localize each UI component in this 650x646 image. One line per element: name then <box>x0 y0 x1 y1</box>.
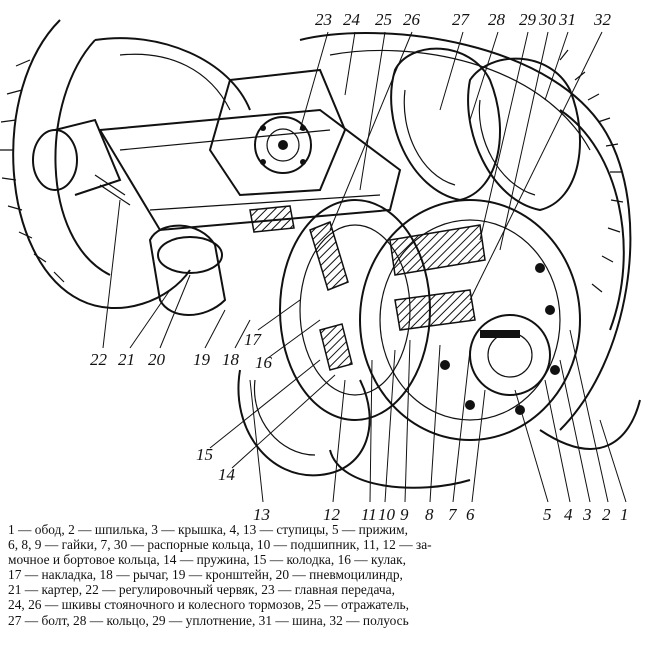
legend-line: мочное и бортовое кольца, 14 — пружина, … <box>8 552 406 568</box>
callout-9: 9 <box>400 505 409 520</box>
brake-shoe-lower <box>237 369 471 489</box>
rim-and-tire-loops <box>390 47 625 331</box>
callout-labels-bottom-center: 13 12 11 10 9 8 7 6 <box>253 505 475 520</box>
callout-17: 17 <box>244 330 263 349</box>
callout-19: 19 <box>193 350 211 369</box>
callout-12: 12 <box>323 505 341 520</box>
wheel-hub <box>359 199 581 441</box>
legend-line: 1 — обод, 2 — шпилька, 3 — крышка, 4, 13… <box>8 522 408 537</box>
callout-20: 20 <box>148 350 166 369</box>
callout-26: 26 <box>403 10 421 29</box>
legend-line: 17 — накладка, 18 — рычаг, 19 — кронштей… <box>8 567 403 583</box>
legend-line: 21 — картер, 22 — регулировочный червяк,… <box>8 582 395 598</box>
leader-lines <box>102 31 627 503</box>
callout-13: 13 <box>253 505 270 520</box>
callout-10: 10 <box>378 505 396 520</box>
callout-7: 7 <box>448 505 458 520</box>
legend-line: 6, 8, 9 — гайки, 7, 30 — распорные кольц… <box>8 537 432 553</box>
callout-labels-left: 22 21 20 19 18 17 16 15 14 <box>90 330 273 484</box>
parts-legend: 1 — обод, 2 — шпилька, 3 — крышка, 4, 13… <box>8 522 642 642</box>
callout-5: 5 <box>543 505 552 520</box>
left-tire <box>0 19 251 309</box>
callout-15: 15 <box>196 445 213 464</box>
callout-24: 24 <box>343 10 361 29</box>
callout-4: 4 <box>564 505 573 520</box>
callout-labels-top: 23 24 25 26 27 28 29 30 31 32 <box>315 10 612 29</box>
legend-line: 27 — болт, 28 — кольцо, 29 — уплотнение,… <box>8 612 409 628</box>
callout-16: 16 <box>255 353 273 372</box>
legend-line: 24, 26 — шкивы стояночного и колесного т… <box>8 597 409 613</box>
callout-32: 32 <box>593 10 612 29</box>
callout-28: 28 <box>488 10 506 29</box>
axle-beam <box>98 108 402 233</box>
callout-31: 31 <box>558 10 576 29</box>
callout-22: 22 <box>90 350 108 369</box>
callout-21: 21 <box>118 350 135 369</box>
callout-18: 18 <box>222 350 240 369</box>
final-drive-housing <box>208 68 347 197</box>
callout-23: 23 <box>315 10 332 29</box>
callout-2: 2 <box>602 505 611 520</box>
callout-29: 29 <box>519 10 537 29</box>
callout-6: 6 <box>466 505 475 520</box>
callout-1: 1 <box>620 505 629 520</box>
callout-30: 30 <box>538 10 557 29</box>
callout-8: 8 <box>425 505 434 520</box>
callout-25: 25 <box>375 10 392 29</box>
callout-3: 3 <box>582 505 592 520</box>
right-tire <box>299 32 641 450</box>
callout-14: 14 <box>218 465 236 484</box>
pneumatic-cylinder <box>32 118 227 316</box>
wheel-hub-assembly-drawing: 23 24 25 26 27 28 29 30 31 32 5 4 3 2 1 … <box>0 10 641 520</box>
callout-27: 27 <box>452 10 471 29</box>
callout-11: 11 <box>361 505 377 520</box>
callout-labels-bottom-right: 5 4 3 2 1 <box>543 505 629 520</box>
